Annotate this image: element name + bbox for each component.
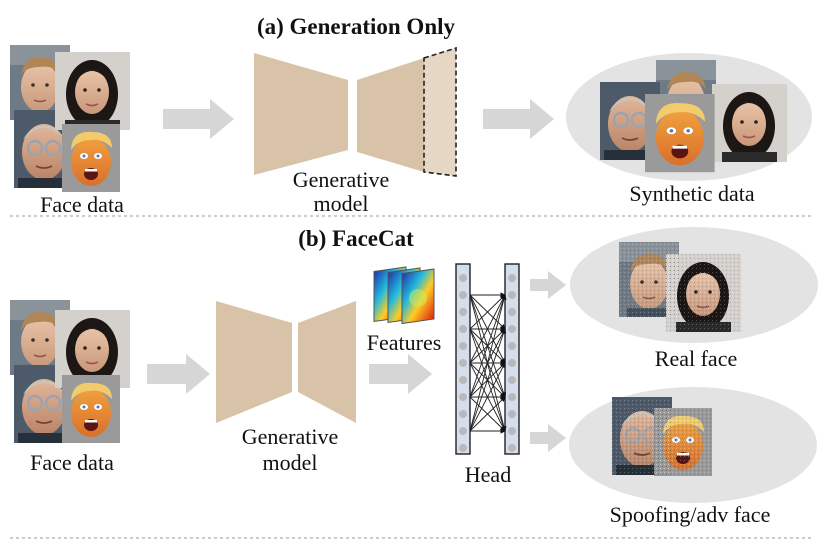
- panel-a-output-label: Synthetic data: [629, 181, 754, 206]
- panel-b-face-data-images: [9, 299, 131, 445]
- panel-a-model-label-line1: Generative: [293, 167, 390, 192]
- panel-b-arrow-spoof: [530, 424, 566, 452]
- head-node: [459, 393, 467, 401]
- panel-a-arrow-1: [163, 99, 234, 139]
- panel-b-model-label-line2: model: [263, 450, 318, 475]
- head-node: [508, 410, 516, 418]
- head-node: [459, 427, 467, 435]
- real-face-images: [618, 241, 742, 333]
- head-node: [508, 444, 516, 452]
- head-node: [459, 291, 467, 299]
- head-node: [508, 393, 516, 401]
- head-label: Head: [465, 462, 511, 487]
- feature-maps-icon: [373, 266, 435, 325]
- head-connection: [469, 294, 506, 330]
- head-connection: [469, 396, 506, 432]
- head-connection: [469, 362, 506, 432]
- head-node: [459, 376, 467, 384]
- panel-b-arrow-2: [369, 354, 432, 394]
- head-node: [459, 342, 467, 350]
- head-node: [459, 325, 467, 333]
- head-node: [459, 359, 467, 367]
- head-node: [459, 274, 467, 282]
- head-node: [459, 444, 467, 452]
- panel-b-generative-model: [216, 301, 356, 423]
- head-node: [508, 325, 516, 333]
- panel-b-arrow-1: [147, 354, 210, 394]
- head-connection: [469, 294, 506, 364]
- head-node: [459, 308, 467, 316]
- head-connection: [469, 294, 507, 398]
- classifier-head: [455, 263, 520, 455]
- panel-b-input-label: Face data: [30, 450, 114, 475]
- head-node: [508, 308, 516, 316]
- spoof-face-images: [610, 395, 712, 477]
- head-node: [508, 342, 516, 350]
- panel-a-arrow-2: [483, 99, 554, 139]
- panel-a-title: (a) Generation Only: [257, 14, 456, 39]
- head-node: [508, 376, 516, 384]
- real-face-label: Real face: [655, 346, 737, 371]
- head-node: [508, 427, 516, 435]
- panel-a-input-label: Face data: [40, 192, 124, 217]
- head-node: [508, 359, 516, 367]
- panel-a-face-data-images: [9, 44, 131, 192]
- head-node: [459, 410, 467, 418]
- panel-b-arrow-real: [530, 271, 566, 299]
- features-label: Features: [367, 330, 442, 355]
- head-node: [508, 274, 516, 282]
- panel-b-title: (b) FaceCat: [298, 226, 414, 251]
- panel-a-generative-model: [254, 46, 457, 177]
- panel-a-model-label-line2: model: [314, 191, 369, 216]
- head-node: [508, 291, 516, 299]
- panel-b-model-label-line1: Generative: [242, 424, 339, 449]
- panel-a-extra-layer: [423, 46, 457, 177]
- head-connection: [469, 328, 507, 432]
- head-connection: [469, 294, 507, 432]
- spoof-face-label: Spoofing/adv face: [610, 502, 771, 527]
